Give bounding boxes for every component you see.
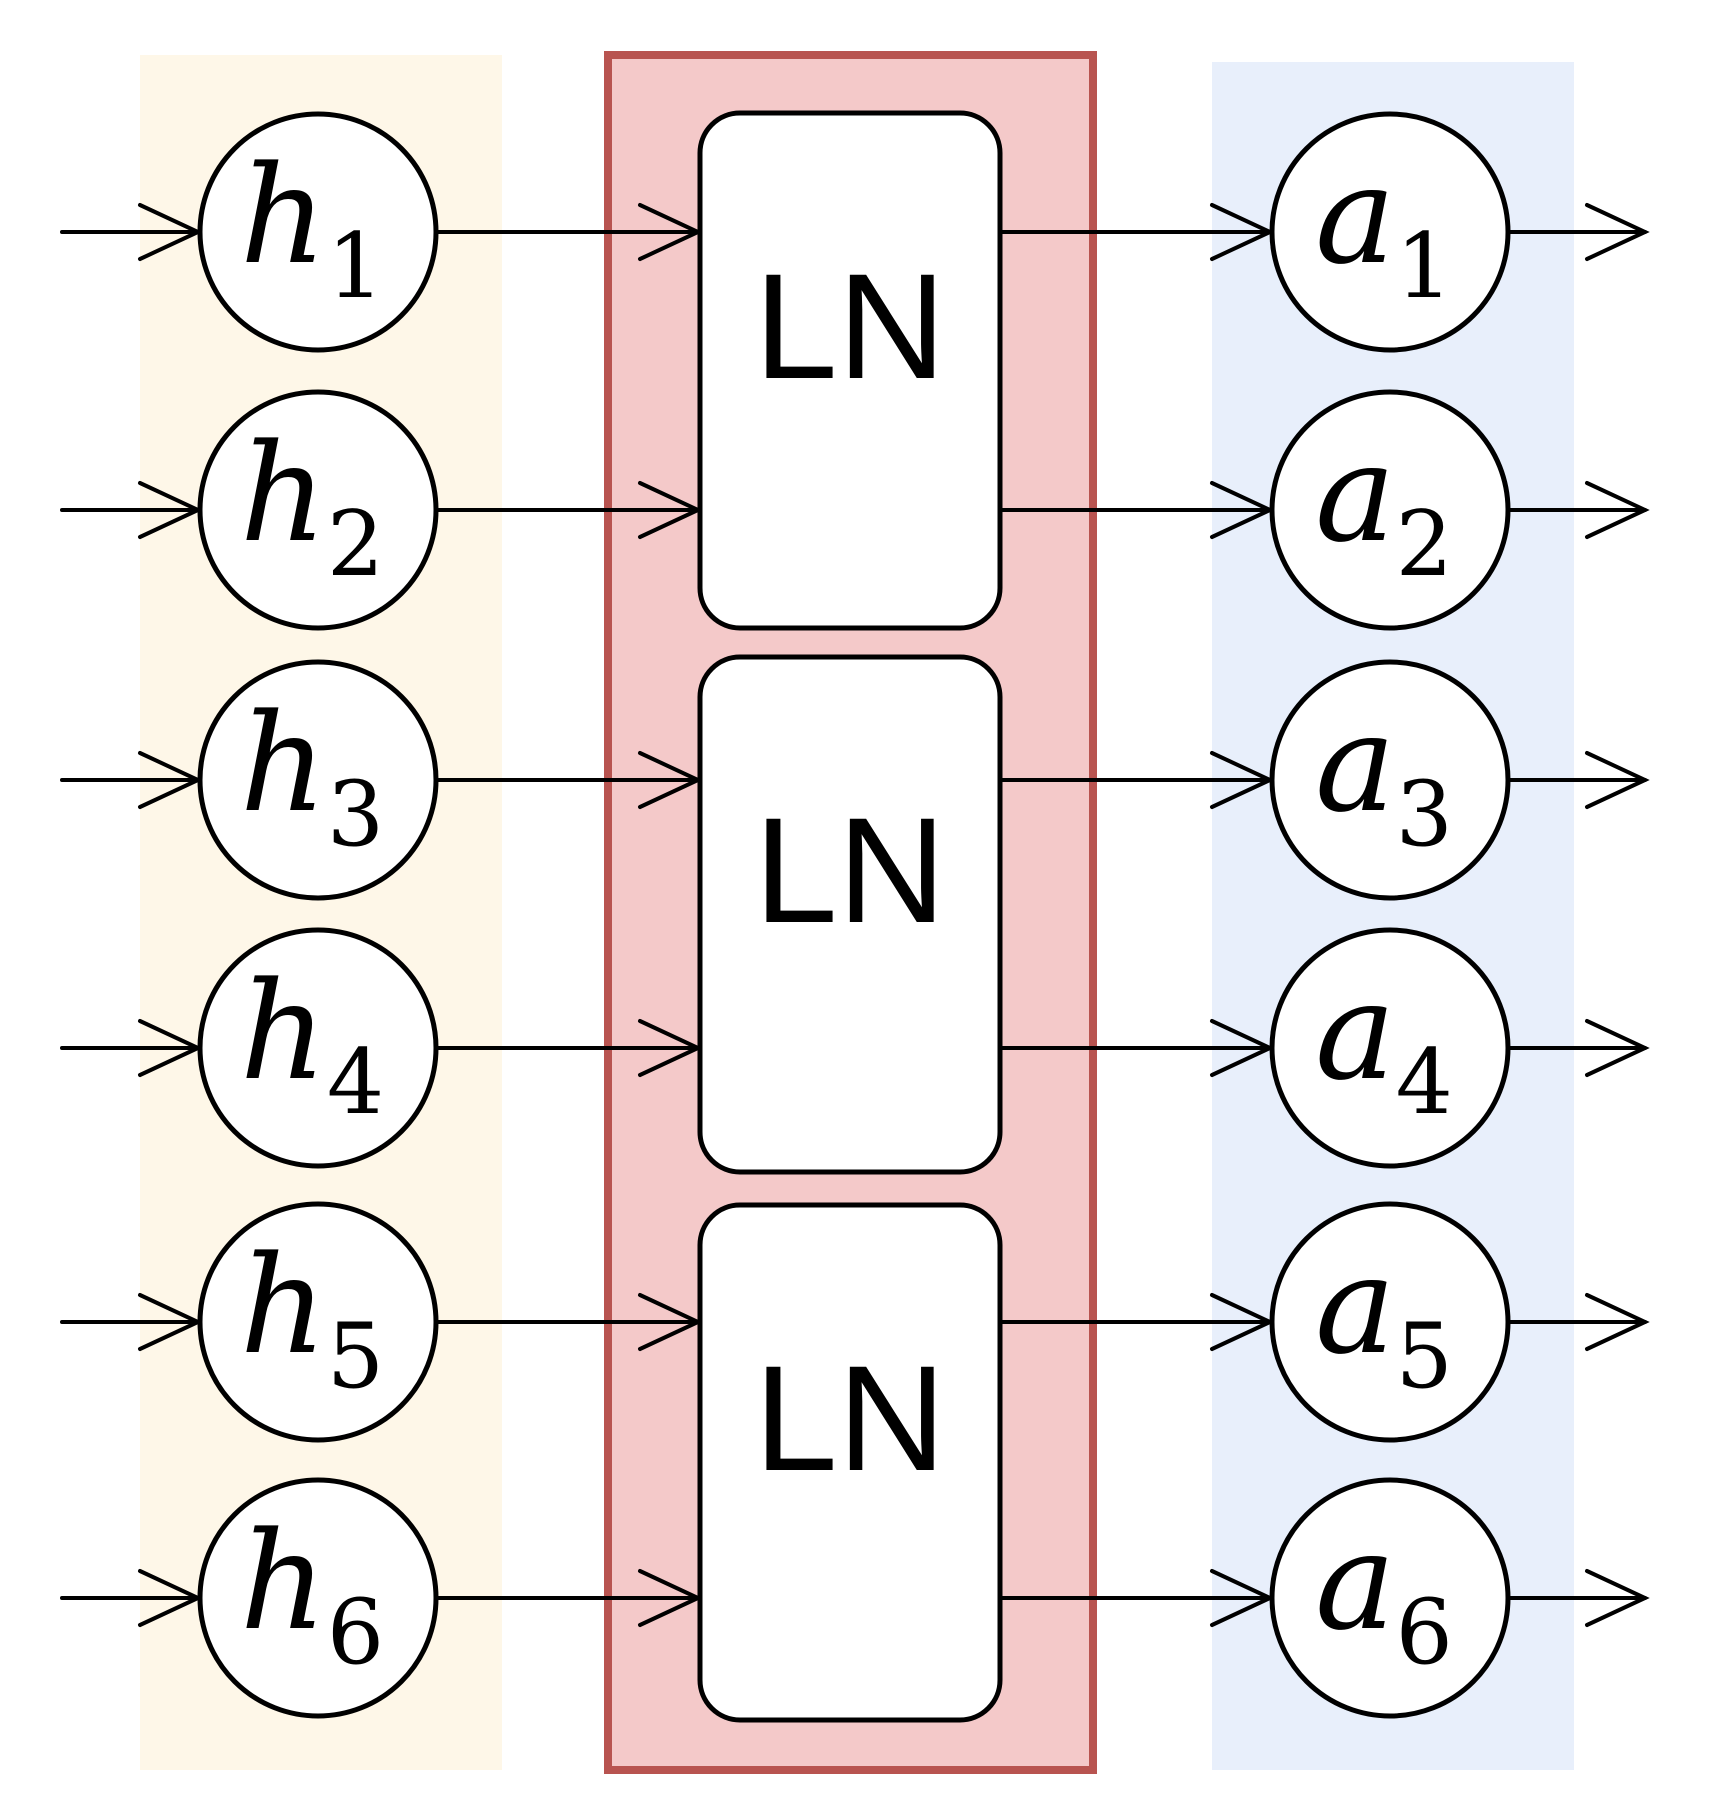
- output-node: a2: [1269, 389, 1511, 631]
- output-node: a1: [1269, 111, 1511, 353]
- input-node-label: h4: [240, 953, 384, 1135]
- output-arrow: [1506, 1569, 1650, 1627]
- output-arrow: [1506, 481, 1650, 539]
- ln-block: LN: [697, 654, 1003, 1175]
- output-node: a3: [1269, 659, 1511, 901]
- input-node: h2: [197, 389, 439, 631]
- output-node-label: a1: [1315, 137, 1453, 319]
- output-node-label: a6: [1315, 1503, 1453, 1685]
- input-node-label: h6: [240, 1503, 384, 1685]
- input-nodes: h1 h2 h3 h4 h5 h6: [197, 111, 439, 1719]
- output-nodes: a1 a2 a3 a4 a5 a6: [1269, 111, 1511, 1719]
- output-node-label: a5: [1315, 1227, 1453, 1409]
- output-node: a6: [1269, 1477, 1511, 1719]
- input-node: h1: [197, 111, 439, 353]
- input-node: h4: [197, 927, 439, 1169]
- output-arrow: [1506, 751, 1650, 809]
- ln-label: LN: [754, 242, 946, 410]
- input-node: h5: [197, 1201, 439, 1443]
- output-node-label: a2: [1315, 415, 1453, 597]
- ln-label: LN: [754, 1334, 946, 1502]
- output-arrow: [1506, 203, 1650, 261]
- input-node-label: h1: [240, 137, 384, 319]
- ln-block: LN: [697, 1202, 1003, 1723]
- input-node: h3: [197, 659, 439, 901]
- input-node-label: h3: [240, 685, 384, 867]
- input-node: h6: [197, 1477, 439, 1719]
- output-node-label: a4: [1315, 953, 1453, 1135]
- ln-blocks: LN LN LN: [697, 110, 1003, 1723]
- output-node: a5: [1269, 1201, 1511, 1443]
- output-node: a4: [1269, 927, 1511, 1169]
- output-node-label: a3: [1315, 685, 1453, 867]
- output-arrow: [1506, 1293, 1650, 1351]
- ln-block: LN: [697, 110, 1003, 631]
- input-node-label: h2: [240, 415, 384, 597]
- output-arrow: [1506, 1019, 1650, 1077]
- input-node-label: h5: [240, 1227, 384, 1409]
- ln-label: LN: [754, 786, 946, 954]
